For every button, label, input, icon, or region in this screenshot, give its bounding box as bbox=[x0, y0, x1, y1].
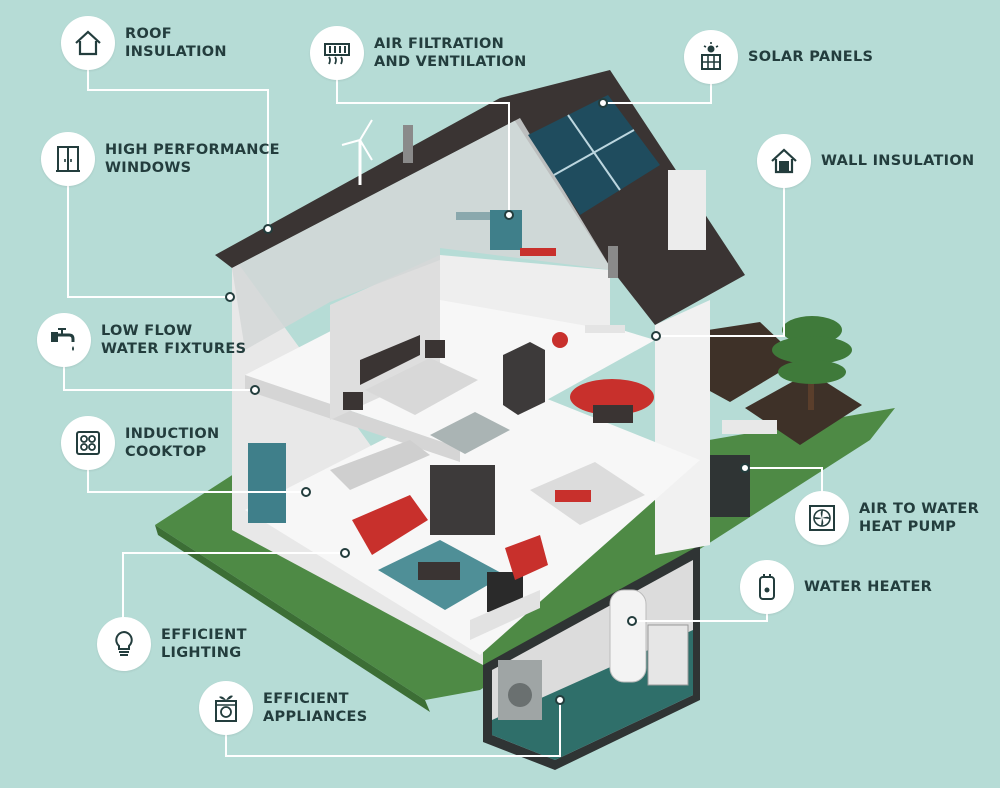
label-line-1: WATER HEATER bbox=[804, 579, 933, 595]
desk bbox=[585, 325, 625, 333]
faucet-icon bbox=[37, 313, 91, 367]
callout-induction: INDUCTION COOKTOP bbox=[61, 416, 219, 470]
label-line-2: LIGHTING bbox=[161, 645, 242, 661]
ventilation-unit bbox=[490, 210, 522, 250]
callout-label: ROOF INSULATION bbox=[125, 25, 227, 61]
callout-label: AIR FILTRATION AND VENTILATION bbox=[374, 35, 527, 71]
label-line-1: EFFICIENT bbox=[263, 691, 349, 707]
callout-solar-panels: SOLAR PANELS bbox=[684, 30, 873, 84]
heat-pump-unit bbox=[647, 624, 689, 686]
callout-appliances: EFFICIENT APPLIANCES bbox=[199, 681, 367, 735]
label-line-1: AIR FILTRATION bbox=[374, 36, 505, 52]
window-icon bbox=[41, 132, 95, 186]
callout-air-filtration: AIR FILTRATION AND VENTILATION bbox=[310, 26, 527, 80]
label-line-1: EFFICIENT bbox=[161, 627, 247, 643]
fan-icon bbox=[795, 491, 849, 545]
callout-label: SOLAR PANELS bbox=[748, 48, 873, 66]
bookshelf bbox=[430, 465, 495, 535]
house-wall-icon bbox=[757, 134, 811, 188]
label-line-1: INDUCTION bbox=[125, 426, 220, 442]
callout-roof-insulation: ROOF INSULATION bbox=[61, 16, 227, 70]
house-outline-icon bbox=[61, 16, 115, 70]
callout-water-heater: WATER HEATER bbox=[740, 560, 932, 614]
label-line-2: HEAT PUMP bbox=[859, 519, 957, 535]
label-line-2: COOKTOP bbox=[125, 444, 207, 460]
water-heater-tank bbox=[609, 589, 647, 683]
callout-wall-insulation: WALL INSULATION bbox=[757, 134, 974, 188]
callout-heat-pump: AIR TO WATER HEAT PUMP bbox=[795, 491, 979, 545]
callout-lighting: EFFICIENT LIGHTING bbox=[97, 617, 247, 671]
air-vent-icon bbox=[310, 26, 364, 80]
callout-low-flow: LOW FLOW WATER FIXTURES bbox=[37, 313, 246, 367]
light-bulb-icon bbox=[97, 617, 151, 671]
label-line-2: APPLIANCES bbox=[263, 709, 368, 725]
label-line-1: SOLAR PANELS bbox=[748, 49, 874, 65]
outdoor-heat-pump bbox=[710, 455, 750, 517]
armchair bbox=[505, 535, 548, 580]
water-heater-icon bbox=[740, 560, 794, 614]
sofa bbox=[352, 495, 428, 555]
washing-machine-icon bbox=[199, 681, 253, 735]
garden-plot bbox=[708, 322, 800, 402]
label-line-1: WALL INSULATION bbox=[821, 153, 975, 169]
label-line-1: LOW FLOW bbox=[101, 323, 193, 339]
label-line-1: ROOF bbox=[125, 26, 172, 42]
chimney bbox=[668, 170, 706, 250]
callout-windows: HIGH PERFORMANCE WINDOWS bbox=[41, 132, 280, 186]
callout-label: HIGH PERFORMANCE WINDOWS bbox=[105, 141, 280, 177]
label-line-2: AND VENTILATION bbox=[374, 54, 527, 70]
house-wall-right bbox=[655, 300, 710, 555]
callout-label: WATER HEATER bbox=[804, 578, 932, 596]
callout-label: AIR TO WATER HEAT PUMP bbox=[859, 500, 979, 536]
cooktop-icon bbox=[61, 416, 115, 470]
callout-label: WALL INSULATION bbox=[821, 152, 974, 170]
bench bbox=[722, 420, 777, 434]
fridge bbox=[248, 443, 286, 523]
label-line-2: WINDOWS bbox=[105, 160, 192, 176]
attic bbox=[232, 118, 612, 350]
label-line-1: HIGH PERFORMANCE bbox=[105, 142, 280, 158]
callout-label: EFFICIENT LIGHTING bbox=[161, 626, 247, 662]
label-line-1: AIR TO WATER bbox=[859, 501, 980, 517]
solar-panel-array bbox=[528, 95, 660, 215]
callout-label: EFFICIENT APPLIANCES bbox=[263, 690, 367, 726]
wardrobe bbox=[503, 342, 545, 415]
label-line-2: WATER FIXTURES bbox=[101, 341, 247, 357]
kitchen-counter bbox=[330, 440, 430, 490]
callout-label: INDUCTION COOKTOP bbox=[125, 425, 219, 461]
bed bbox=[365, 358, 478, 415]
label-line-2: INSULATION bbox=[125, 44, 227, 60]
solar-panel-icon bbox=[684, 30, 738, 84]
callout-label: LOW FLOW WATER FIXTURES bbox=[101, 322, 246, 358]
